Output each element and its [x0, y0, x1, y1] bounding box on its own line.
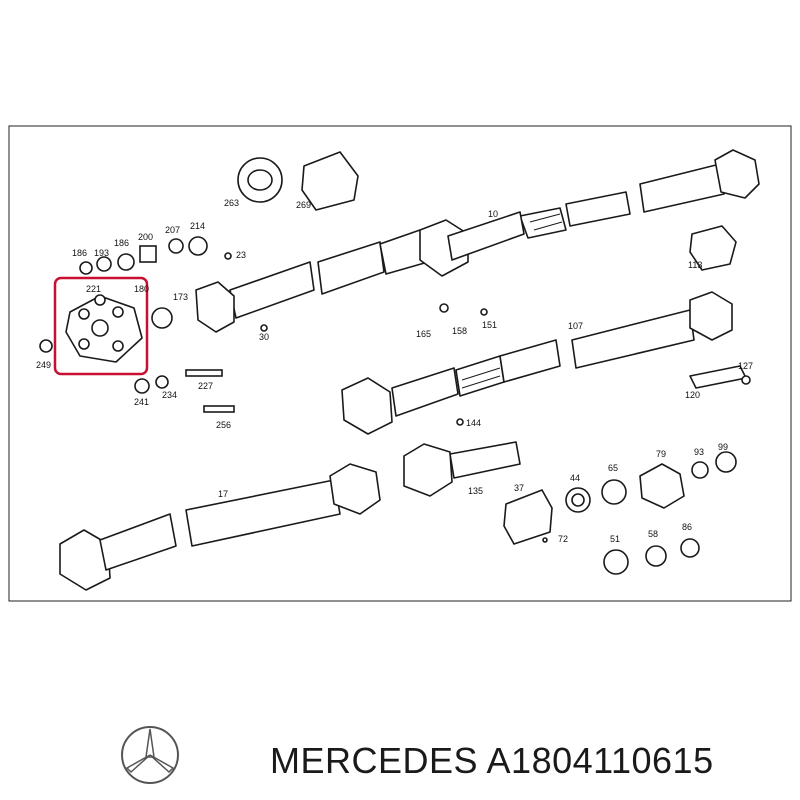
callout: 17: [218, 489, 228, 499]
callout: 144: [466, 418, 481, 428]
callout: 173: [173, 292, 188, 302]
callout: 99: [718, 442, 728, 452]
callout: 30: [259, 332, 269, 342]
brand-name: MERCEDES: [270, 740, 479, 781]
lower-propeller-shaft: [59, 463, 381, 591]
callout: 227: [198, 381, 213, 391]
callout: 186: [72, 248, 87, 258]
callout: 263: [224, 198, 239, 208]
callout: 37: [514, 483, 524, 493]
yoke-shaft-135: [403, 441, 521, 497]
callout: 151: [482, 320, 497, 330]
callout: 207: [165, 225, 180, 235]
callout: 186: [114, 238, 129, 248]
callout: 65: [608, 463, 618, 473]
callout: 165: [416, 329, 431, 339]
small-parts: [39, 151, 751, 575]
callout: 10: [488, 209, 498, 219]
callout: 79: [656, 449, 666, 459]
callout: 214: [190, 221, 205, 231]
highlight-box: [53, 276, 149, 376]
middle-propeller-shaft: [341, 291, 733, 435]
callout: 269: [296, 200, 311, 210]
upper-propeller-shaft: [195, 149, 760, 333]
callout: 93: [694, 447, 704, 457]
callout: 72: [558, 534, 568, 544]
callout: 158: [452, 326, 467, 336]
callout: 127: [738, 361, 753, 371]
mercedes-star-icon: [121, 726, 179, 784]
callout: 23: [236, 250, 246, 260]
part-number: A1804110615: [486, 740, 714, 781]
part-title: MERCEDES A1804110615: [270, 740, 714, 782]
callout: 51: [610, 534, 620, 544]
callout: 120: [685, 390, 700, 400]
callout: 58: [648, 529, 658, 539]
flex-disc-221: [65, 294, 143, 363]
callout-labels: 263 269 10 186 193 186 200 207 214 23 11…: [36, 198, 753, 544]
callout: 135: [468, 486, 483, 496]
callout: 200: [138, 232, 153, 242]
callout: 44: [570, 473, 580, 483]
callout: 86: [682, 522, 692, 532]
callout: 234: [162, 390, 177, 400]
callout: 249: [36, 360, 51, 370]
callout: 256: [216, 420, 231, 430]
callout: 193: [94, 248, 109, 258]
callout: 241: [134, 397, 149, 407]
callout: 107: [568, 321, 583, 331]
callout: 113: [688, 260, 702, 270]
callout: 180: [134, 284, 149, 294]
callout: 221: [86, 284, 101, 294]
